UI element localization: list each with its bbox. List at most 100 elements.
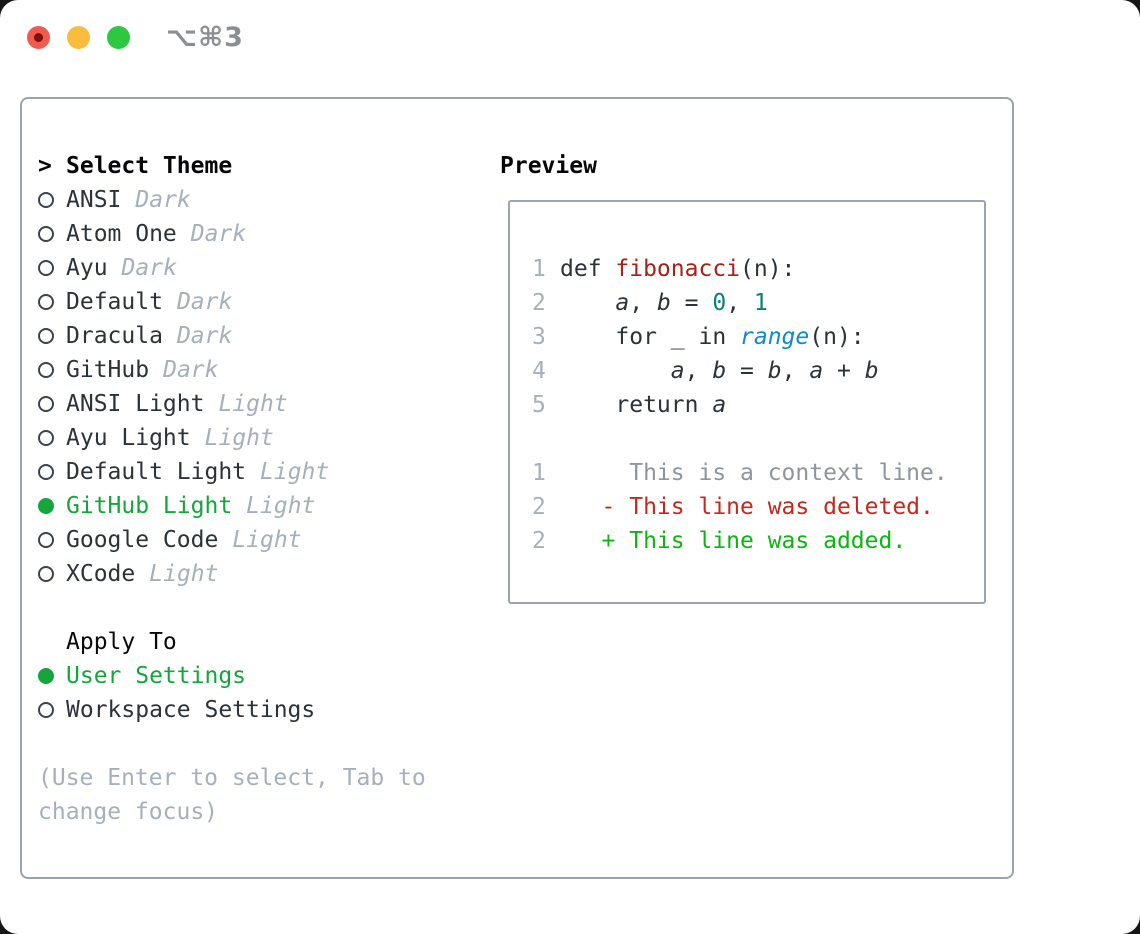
zoom-button[interactable] xyxy=(107,26,130,49)
code-segment-builtin: range xyxy=(740,324,810,350)
option-label: Workspace Settings xyxy=(66,697,316,723)
help-text: (Use Enter to select, Tab to change focu… xyxy=(38,765,426,825)
window-title: ⌥⌘3 xyxy=(166,22,244,53)
theme-option-ayu[interactable]: Ayu Dark xyxy=(38,251,498,285)
theme-variant-label: Light xyxy=(246,493,316,519)
option-label: Default Light xyxy=(66,459,247,485)
code-segment-plain: for _ in xyxy=(560,324,741,350)
radio-icon xyxy=(38,464,54,480)
code-segment-plain: , xyxy=(629,290,657,316)
code-segment-function: fibonacci xyxy=(615,256,741,282)
theme-option-default-light[interactable]: Default Light Light xyxy=(38,455,498,489)
line-number: 4 xyxy=(532,358,546,384)
theme-option-ayu-light[interactable]: Ayu Light Light xyxy=(38,421,498,455)
apply-option-workspace-settings[interactable]: Workspace Settings xyxy=(38,693,498,727)
code-segment-plain: , xyxy=(726,290,754,316)
line-number: 5 xyxy=(532,392,546,418)
code-segment-context: This is a context line. xyxy=(560,460,948,486)
theme-option-xcode[interactable]: XCode Light xyxy=(38,557,498,591)
code-segment-variable: a xyxy=(615,290,630,316)
code-segment-plain: + xyxy=(823,358,865,384)
code-segment-number: 0 xyxy=(712,290,727,316)
select-theme-header: > Select Theme xyxy=(38,149,498,183)
preview-title: Preview xyxy=(500,153,597,179)
minimize-button[interactable] xyxy=(67,26,90,49)
theme-variant-label: Dark xyxy=(121,255,177,281)
theme-variant-label: Light xyxy=(260,459,330,485)
theme-option-ansi-light[interactable]: ANSI Light Light xyxy=(38,387,498,421)
theme-variant-label: Dark xyxy=(135,187,191,213)
theme-variant-label: Dark xyxy=(176,323,233,349)
code-segment-variable: a xyxy=(809,358,824,384)
theme-variant-label: Light xyxy=(232,527,302,553)
code-segment-plain: (n): xyxy=(740,256,796,282)
line-number: 2 xyxy=(532,528,546,554)
code-line xyxy=(510,422,984,456)
radio-icon xyxy=(38,294,54,310)
code-segment-variable: b xyxy=(767,358,782,384)
option-label: ANSI xyxy=(66,187,122,213)
line-number: 2 xyxy=(532,290,546,316)
radio-icon xyxy=(38,362,54,378)
code-segment-plain: (n): xyxy=(809,324,865,350)
theme-variant-label: Dark xyxy=(163,357,219,383)
line-number: 1 xyxy=(532,256,546,282)
code-line: 2 + This line was added. xyxy=(510,524,984,558)
code-segment-plain: , xyxy=(781,358,810,384)
radio-icon xyxy=(38,328,54,344)
code-line: 3 for _ in range(n): xyxy=(510,320,984,354)
theme-option-dracula[interactable]: Dracula Dark xyxy=(38,319,498,353)
apply-option-user-settings[interactable]: User Settings xyxy=(38,659,498,693)
apply-to-header: Apply To xyxy=(38,625,498,659)
theme-variant-label: Light xyxy=(218,391,288,417)
code-line: 5 return a xyxy=(510,388,984,422)
radio-icon xyxy=(38,226,54,242)
focus-caret: > xyxy=(38,153,52,179)
radio-icon xyxy=(38,702,54,718)
code-segment-plain xyxy=(560,290,615,316)
select-theme-title: Select Theme xyxy=(66,153,233,179)
radio-icon xyxy=(38,566,54,582)
close-button[interactable] xyxy=(27,26,50,49)
code-segment-plain: , xyxy=(684,358,713,384)
radio-selected-icon xyxy=(38,668,54,684)
code-line: 4 a, b = b, a + b xyxy=(510,354,984,388)
code-segment-deleted: - This line was deleted. xyxy=(560,494,934,520)
code-segment-variable: b xyxy=(864,358,879,384)
option-label: XCode xyxy=(66,561,136,587)
radio-icon xyxy=(38,396,54,412)
theme-variant-label: Dark xyxy=(176,289,233,315)
apply-to-title: Apply To xyxy=(66,629,177,655)
theme-variant-label: Dark xyxy=(190,221,247,247)
theme-option-ansi[interactable]: ANSI Dark xyxy=(38,183,498,217)
theme-variant-label: Light xyxy=(149,561,219,587)
line-number: 3 xyxy=(532,324,546,350)
code-segment-variable: a xyxy=(670,358,685,384)
line-number: 1 xyxy=(532,460,546,486)
line-number: 2 xyxy=(532,494,546,520)
titlebar: ⌥⌘3 xyxy=(0,0,1140,76)
radio-icon xyxy=(38,192,54,208)
code-segment-plain: def xyxy=(560,256,616,282)
option-label: Ayu Light xyxy=(66,425,191,451)
code-line: 2 - This line was deleted. xyxy=(510,490,984,524)
theme-variant-label: Light xyxy=(204,425,274,451)
option-label: Dracula xyxy=(66,323,163,349)
code-segment-plain: = xyxy=(670,290,713,316)
option-label: Ayu xyxy=(66,255,108,281)
option-label: ANSI Light xyxy=(66,391,205,417)
option-label: User Settings xyxy=(66,663,247,689)
code-segment-added: + This line was added. xyxy=(560,528,907,554)
radio-icon xyxy=(38,430,54,446)
